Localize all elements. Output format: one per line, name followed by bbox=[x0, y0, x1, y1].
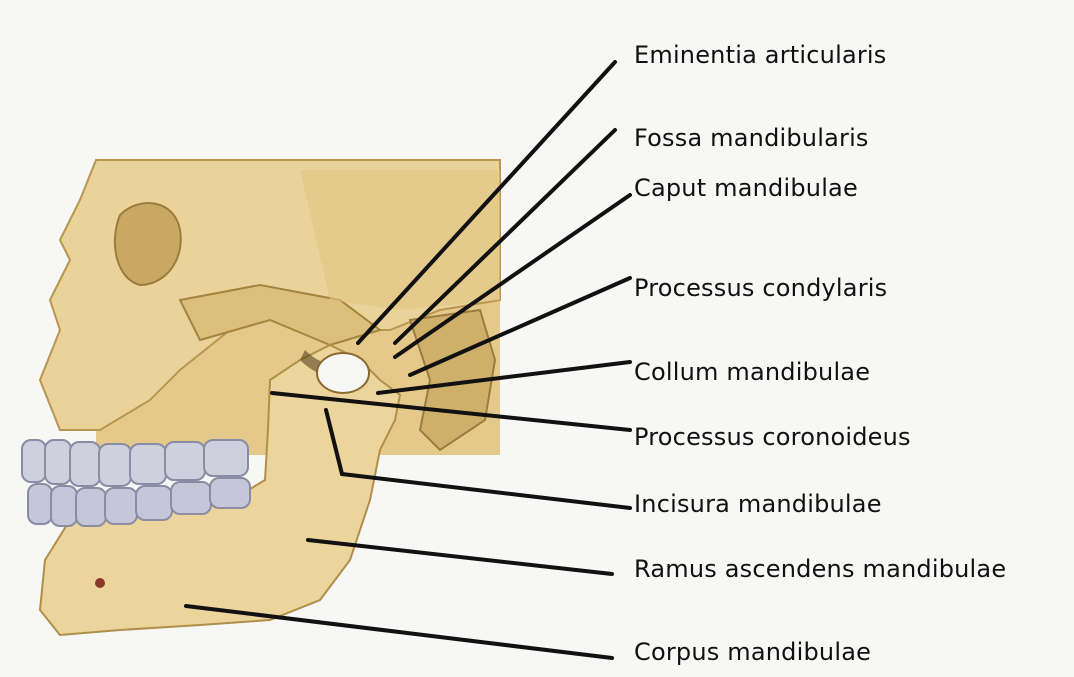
leader-line-ramus-ascendens-mandibulae bbox=[308, 540, 612, 574]
leader-line-corpus-mandibulae bbox=[186, 606, 612, 658]
label-processus-coronoideus: Processus coronoideus bbox=[634, 423, 911, 451]
label-collum-mandibulae: Collum mandibulae bbox=[634, 358, 870, 386]
label-ramus-ascendens-mandibulae: Ramus ascendens mandibulae bbox=[634, 555, 1006, 583]
label-fossa-mandibularis: Fossa mandibularis bbox=[634, 124, 869, 152]
skull-image bbox=[22, 160, 500, 635]
label-incisura-mandibulae: Incisura mandibulae bbox=[634, 490, 882, 518]
label-corpus-mandibulae: Corpus mandibulae bbox=[634, 638, 871, 666]
label-caput-mandibulae: Caput mandibulae bbox=[634, 174, 858, 202]
label-eminentia-articularis: Eminentia articularis bbox=[634, 41, 887, 69]
label-processus-condylaris: Processus condylaris bbox=[634, 274, 887, 302]
